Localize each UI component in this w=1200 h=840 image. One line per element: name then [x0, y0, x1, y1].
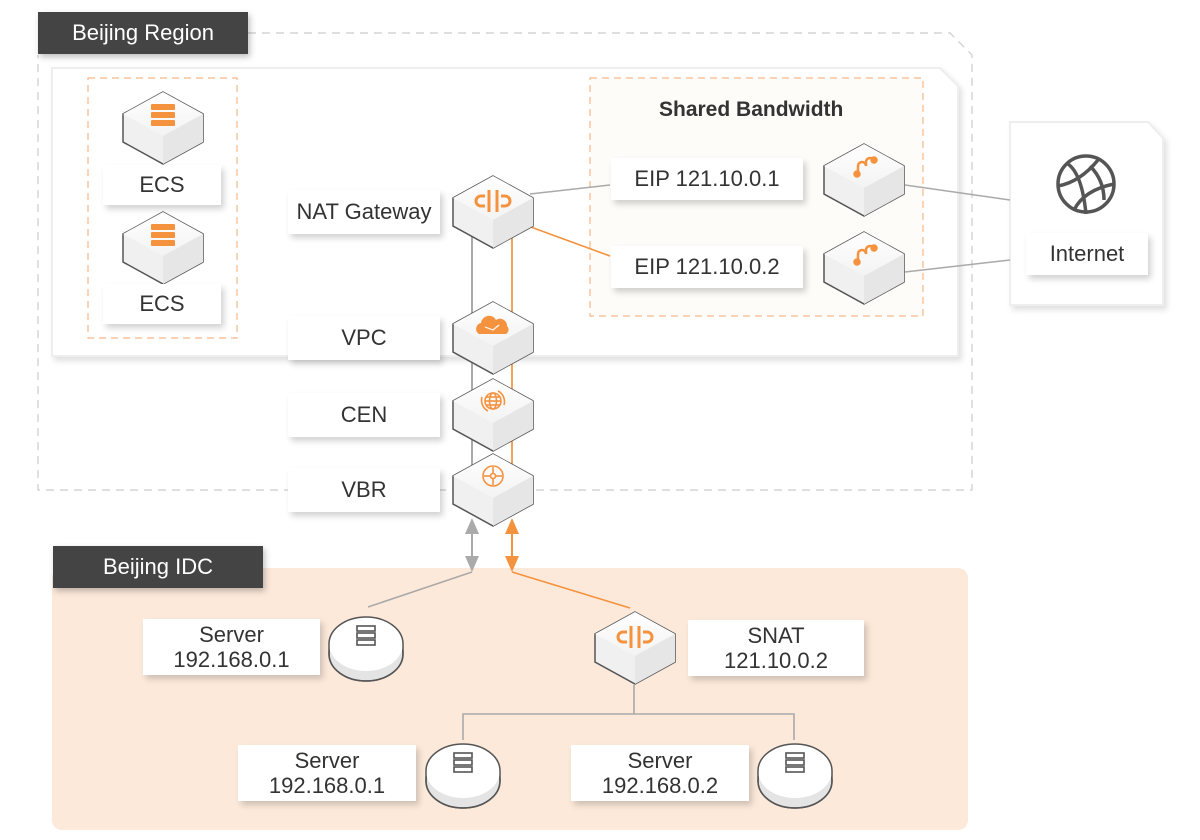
link-idc-snat	[511, 571, 631, 609]
server-a-label: Server 192.168.0.1	[238, 745, 416, 801]
nat-gateway-icon	[616, 626, 654, 648]
orange-double-arrow	[505, 518, 519, 572]
server-a-node[interactable]	[423, 737, 503, 811]
server-stack-icon	[151, 104, 175, 126]
server-rack-icon	[453, 752, 473, 773]
eip2-node[interactable]	[822, 230, 906, 306]
globe-sync-icon	[480, 390, 506, 412]
server-stack-icon	[151, 224, 175, 246]
nat-gateway-node[interactable]	[451, 174, 535, 250]
link-server-bus	[462, 713, 795, 740]
idc-server-node[interactable]	[326, 610, 406, 684]
gray-double-arrow	[465, 518, 479, 572]
eip-link-icon	[853, 244, 878, 266]
server-b-ip: 192.168.0.2	[601, 773, 719, 798]
eip1-node[interactable]	[822, 142, 906, 218]
idc-server-label: Server 192.168.0.1	[143, 619, 320, 675]
cen-node[interactable]	[451, 377, 535, 453]
router-icon	[482, 465, 504, 487]
ecs-node-1[interactable]	[121, 90, 205, 166]
globe-icon	[1056, 154, 1116, 215]
server-rack-icon	[785, 752, 805, 773]
eip1-label: EIP 121.10.0.1	[611, 158, 803, 200]
snat-name: SNAT	[747, 622, 805, 648]
ecs-node-2[interactable]	[121, 210, 205, 286]
snat-node[interactable]	[593, 610, 677, 686]
server-b-label: Server 192.168.0.2	[571, 745, 749, 801]
eip-link-icon	[853, 156, 878, 178]
link-idc-server	[367, 571, 473, 608]
ecs-label-2: ECS	[103, 284, 221, 324]
link-nat-eip1	[529, 184, 611, 195]
beijing-region-frame	[37, 32, 973, 491]
beijing-idc-tag: Beijing IDC	[53, 546, 263, 588]
cen-label: CEN	[288, 393, 440, 437]
eip2-label: EIP 121.10.0.2	[611, 246, 803, 288]
server-b-node[interactable]	[755, 737, 835, 811]
server-rack-icon	[356, 625, 376, 646]
beijing-region-tag: Beijing Region	[38, 12, 248, 54]
server-a-ip: 192.168.0.1	[268, 773, 386, 798]
idc-server-name: Server	[199, 621, 264, 647]
vbr-label: VBR	[288, 468, 440, 512]
cloud-icon	[476, 315, 509, 334]
server-b-name: Server	[627, 747, 693, 773]
vbr-node[interactable]	[451, 452, 535, 528]
shared-bandwidth-title: Shared Bandwidth	[659, 98, 844, 121]
snat-label: SNAT 121.10.0.2	[688, 620, 864, 676]
vpc-label: VPC	[288, 316, 440, 360]
nat-gateway-label: NAT Gateway	[288, 190, 440, 234]
nat-gateway-icon	[474, 190, 512, 212]
ecs-label-1: ECS	[103, 165, 221, 205]
link-eip2-internet	[904, 259, 1011, 273]
link-eip1-internet	[904, 184, 1011, 201]
vpc-node[interactable]	[451, 300, 535, 376]
server-a-name: Server	[294, 747, 360, 773]
link-nat-eip2	[527, 225, 611, 257]
ecs-group-frame	[87, 77, 238, 339]
snat-ip: 121.10.0.2	[724, 648, 828, 673]
idc-server-ip: 192.168.0.1	[173, 647, 290, 672]
internet-label[interactable]: Internet	[1026, 233, 1148, 275]
